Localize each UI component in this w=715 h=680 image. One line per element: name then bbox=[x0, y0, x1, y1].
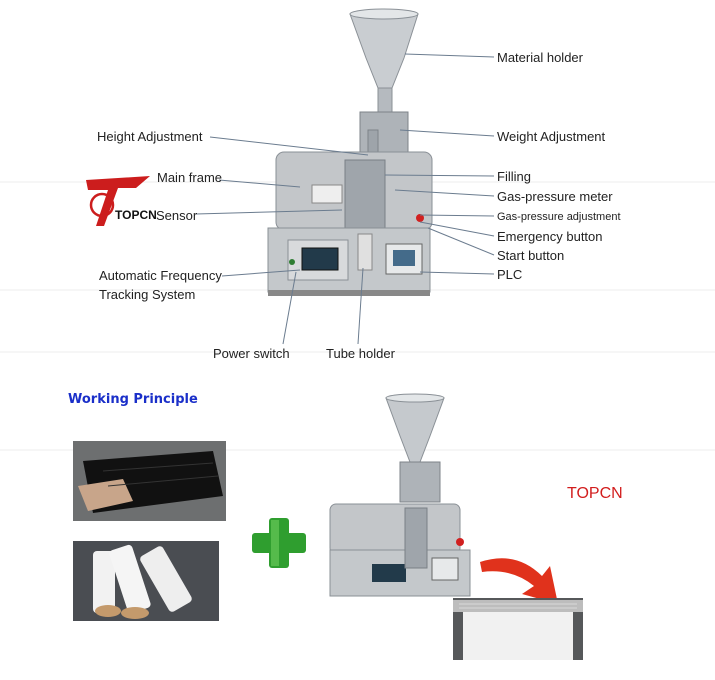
label-power-switch: Power switch bbox=[213, 346, 290, 361]
label-gas-pressure-adjustment: Gas-pressure adjustment bbox=[497, 211, 621, 223]
brand-text: TOPCN bbox=[567, 485, 623, 502]
label-emergency-button: Emergency button bbox=[497, 229, 603, 244]
label-main-frame: Main frame bbox=[157, 170, 223, 185]
sealed-tube-photo bbox=[453, 598, 583, 660]
label-gas-pressure-meter: Gas-pressure meter bbox=[497, 189, 613, 204]
label-filling: Filling bbox=[497, 169, 531, 184]
label-sensor: Sensor bbox=[156, 208, 198, 223]
label-aft-line2: Tracking System bbox=[99, 287, 196, 302]
plus-icon bbox=[252, 518, 306, 568]
label-start-button: Start button bbox=[497, 248, 565, 263]
label-tube-holder: Tube holder bbox=[326, 346, 395, 361]
label-material-holder: Material holder bbox=[497, 50, 583, 65]
machine-illustration-bottom bbox=[329, 393, 471, 597]
logo-text: TOPCN bbox=[115, 208, 157, 222]
label-plc: PLC bbox=[497, 267, 523, 282]
topcn-logo-icon bbox=[86, 176, 150, 226]
label-height-adjustment: Height Adjustment bbox=[97, 129, 203, 144]
arrow-right-down-icon bbox=[480, 558, 558, 604]
label-aft-line1: Automatic Frequency bbox=[99, 268, 222, 283]
white-tubes-photo bbox=[73, 541, 219, 621]
black-tubes-photo bbox=[73, 441, 226, 521]
label-weight-adjustment: Weight Adjustment bbox=[497, 129, 606, 144]
working-principle-heading: Working Principle bbox=[68, 392, 198, 407]
